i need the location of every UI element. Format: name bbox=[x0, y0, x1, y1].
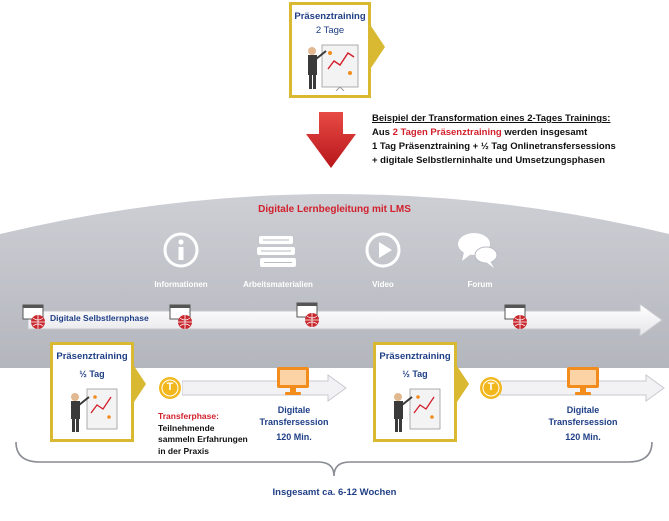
transfer-phase-1-text-2: sammeln Erfahrungen bbox=[158, 434, 248, 444]
transfer-session-2: Digitale Transfersession 120 Min. bbox=[537, 405, 629, 444]
selfstudy-marker-1 bbox=[22, 304, 48, 335]
training-card-2-title: Präsenztraining bbox=[379, 351, 451, 362]
explanation-heading: Beispiel der Transformation eines 2-Tage… bbox=[372, 113, 611, 124]
monitor-icon bbox=[567, 367, 599, 395]
training-card-2-sub: ½ Tag bbox=[402, 369, 428, 379]
training-card-1-sub: ½ Tag bbox=[79, 369, 105, 379]
line1-highlight: 2 Tagen Präsenztraining bbox=[392, 127, 502, 138]
trainer-illustration bbox=[308, 44, 359, 91]
explanation-line-1: Aus 2 Tagen Präsenztraining werden insge… bbox=[372, 126, 667, 140]
lms-icon-label-materials: Arbeitsmaterialien bbox=[243, 280, 313, 289]
transfer-arrow-1 bbox=[182, 374, 347, 402]
selfstudy-marker-4 bbox=[504, 304, 530, 335]
selfstudy-label: Digitale Selbstlernphase bbox=[50, 313, 149, 323]
transfer-session-2-title-2: Transfersession bbox=[548, 416, 618, 427]
t-badge-2 bbox=[480, 377, 502, 399]
transfer-session-1: Digitale Transfersession 120 Min. bbox=[248, 405, 340, 444]
t-badge-2-label: T bbox=[487, 381, 495, 393]
line1-prefix: Aus bbox=[372, 127, 393, 138]
transfer-session-1-title-2: Transfersession bbox=[259, 416, 329, 427]
top-card-subtitle: 2 Tage bbox=[315, 25, 345, 36]
browser-globe-icon bbox=[22, 304, 45, 329]
lms-icon-label-info: Informationen bbox=[154, 280, 208, 289]
trainer-illustration bbox=[394, 388, 441, 432]
top-card-title: Präsenztraining bbox=[294, 11, 366, 22]
lms-title: Digitale Lernbegleitung mit LMS bbox=[258, 204, 411, 215]
browser-globe-icon bbox=[296, 302, 319, 327]
selfstudy-marker-2 bbox=[169, 304, 195, 335]
transfer-phase-1-title: Transferphase: bbox=[158, 411, 219, 421]
line1-suffix: werden insgesamt bbox=[501, 127, 588, 138]
transfer-session-1-title-1: Digitale bbox=[277, 405, 311, 415]
training-card-1-pointer bbox=[134, 366, 146, 402]
training-card-1: Präsenztraining ½ Tag bbox=[50, 342, 134, 442]
transfer-session-1-duration: 120 Min. bbox=[276, 432, 312, 442]
transfer-phase-1-text-1: Teilnehmende bbox=[158, 422, 215, 433]
monitor-icon bbox=[277, 367, 309, 395]
total-duration-label: Insgesamt ca. 6-12 Wochen bbox=[272, 487, 397, 498]
top-card-pointer-arrow bbox=[371, 26, 385, 68]
trainer-illustration bbox=[71, 388, 118, 432]
transfer-session-2-title-1: Digitale bbox=[566, 405, 600, 415]
transfer-session-2-duration: 120 Min. bbox=[565, 432, 601, 442]
chat-icon bbox=[458, 233, 498, 268]
t-badge-1 bbox=[159, 377, 181, 399]
transfer-phase-1-text-3: in der Praxis bbox=[158, 445, 210, 456]
top-training-card: Präsenztraining 2 Tage bbox=[289, 2, 371, 98]
training-card-2: Präsenztraining ½ Tag bbox=[373, 342, 457, 442]
books-icon bbox=[257, 236, 296, 267]
explanation-line-2: 1 Tag Präsenztraining + ½ Tag Onlinetran… bbox=[372, 141, 616, 152]
browser-globe-icon bbox=[169, 304, 192, 329]
info-icon bbox=[163, 232, 199, 268]
explanation-block: Beispiel der Transformation eines 2-Tage… bbox=[372, 112, 667, 168]
transformation-down-arrow bbox=[306, 112, 356, 168]
t-badge-1-label: T bbox=[166, 381, 174, 393]
lms-icon-label-forum: Forum bbox=[467, 280, 493, 289]
training-card-2-pointer bbox=[457, 366, 469, 402]
transfer-phase-1: Transferphase: Teilnehmende sammeln Erfa… bbox=[158, 411, 248, 457]
lms-icon-label-video: Video bbox=[372, 280, 394, 289]
play-icon bbox=[365, 232, 401, 268]
explanation-line-3: + digitale Selbstlerninhalte und Umsetzu… bbox=[372, 155, 606, 166]
selfstudy-marker-3 bbox=[296, 302, 322, 333]
browser-globe-icon bbox=[504, 304, 527, 329]
training-card-1-title: Präsenztraining bbox=[56, 351, 128, 362]
total-duration-brace bbox=[15, 441, 653, 477]
